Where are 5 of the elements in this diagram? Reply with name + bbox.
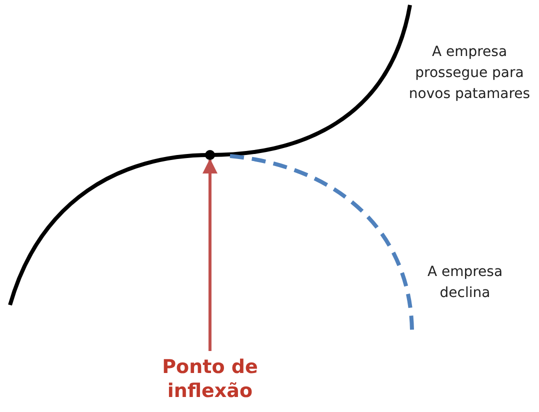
annotation-text: A empresa prossegue para novos patamares — [408, 43, 532, 104]
inflection-point — [205, 150, 215, 160]
arrow — [202, 158, 218, 351]
annotation-text: A empresa declina — [426, 263, 504, 303]
callout-label: Ponto de inflexão — [150, 355, 270, 403]
